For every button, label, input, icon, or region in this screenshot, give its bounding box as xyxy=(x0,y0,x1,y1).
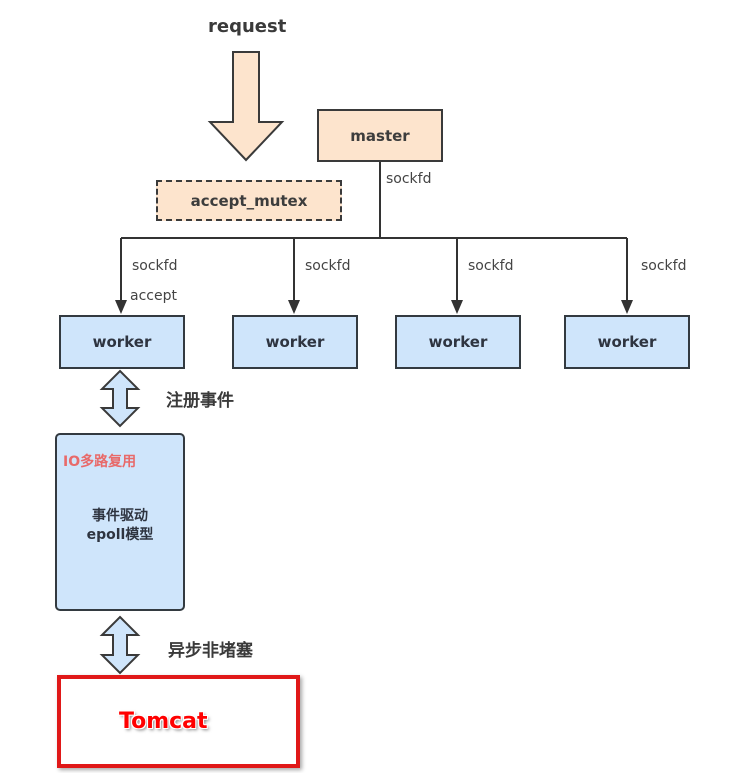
worker-2-arrowhead-icon xyxy=(288,300,300,314)
tomcat-label: Tomcat xyxy=(119,709,208,734)
worker-1-arrowhead-icon xyxy=(115,300,127,314)
accept-mutex-box: accept_mutex xyxy=(156,180,342,221)
request-arrow-icon xyxy=(207,51,285,162)
worker-label: worker xyxy=(92,333,152,351)
worker-box-2: worker xyxy=(232,315,358,369)
master-box: master xyxy=(317,109,443,162)
worker-4-arrowhead-icon xyxy=(621,300,633,314)
tomcat-box: Tomcat xyxy=(57,675,300,768)
accept-mutex-label: accept_mutex xyxy=(190,191,308,210)
worker-2-edge-label: sockfd xyxy=(305,258,351,274)
io-multiplexing-box: IO多路复用 事件驱动 epoll模型 xyxy=(55,433,185,611)
register-double-arrow-icon xyxy=(99,369,141,428)
worker-label: worker xyxy=(597,333,657,351)
io-body-line-1: 事件驱动 xyxy=(92,508,148,524)
worker-1-edge-label: sockfd xyxy=(132,258,178,274)
worker-box-1: worker xyxy=(59,315,185,369)
worker-label: worker xyxy=(428,333,488,351)
request-label: request xyxy=(208,16,287,37)
io-body: 事件驱动 epoll模型 xyxy=(57,507,183,545)
worker-label: worker xyxy=(265,333,325,351)
worker-3-arrowhead-icon xyxy=(451,300,463,314)
worker-box-3: worker xyxy=(395,315,521,369)
async-nonblocking-label: 异步非堵塞 xyxy=(168,641,253,661)
io-body-line-2: epoll模型 xyxy=(86,527,154,543)
worker-box-4: worker xyxy=(564,315,690,369)
worker-3-edge-label: sockfd xyxy=(468,258,514,274)
worker-1-accept-label: accept xyxy=(130,288,177,304)
register-events-label: 注册事件 xyxy=(166,391,234,411)
master-label: master xyxy=(350,126,410,145)
async-double-arrow-icon xyxy=(99,615,141,675)
worker-4-edge-label: sockfd xyxy=(641,258,687,274)
master-edge-label: sockfd xyxy=(386,171,432,187)
io-title: IO多路复用 xyxy=(63,454,137,470)
